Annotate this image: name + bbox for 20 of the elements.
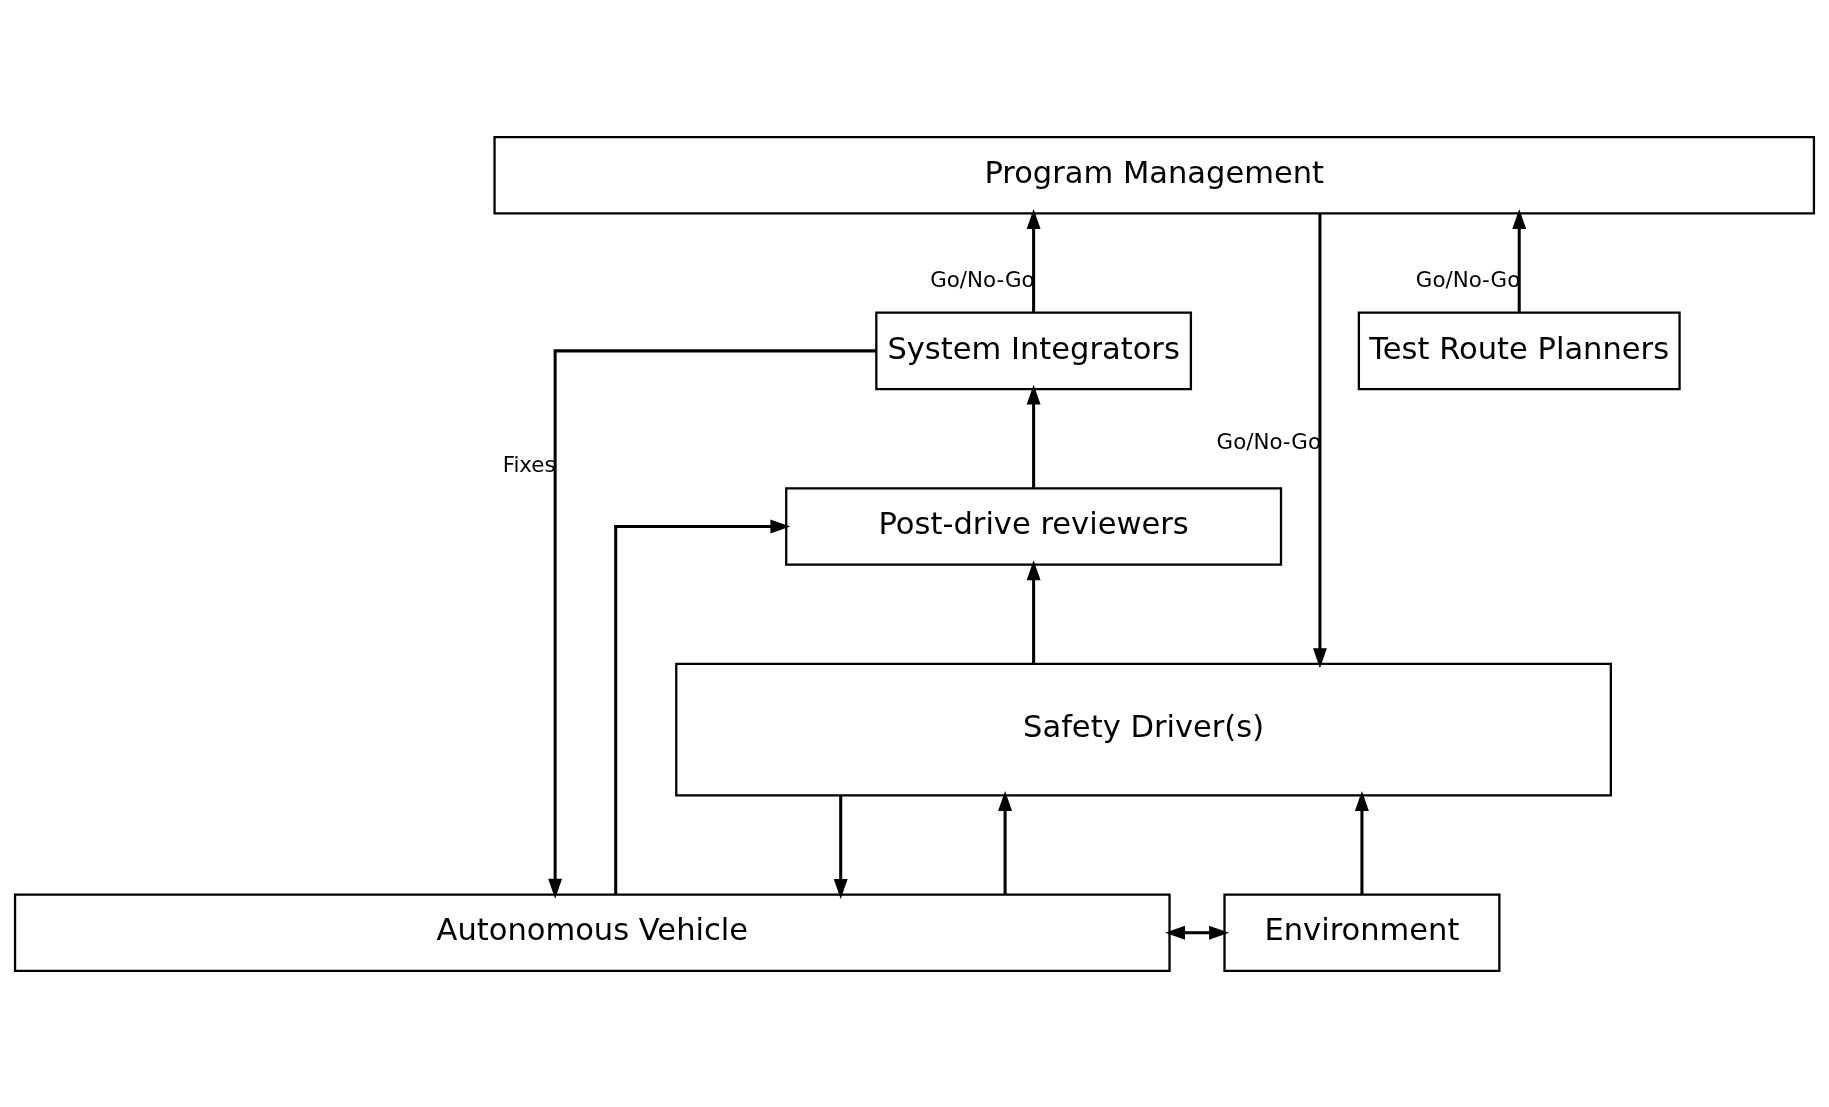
arrow [614, 519, 791, 894]
arrow [548, 348, 877, 899]
arrow [1026, 384, 1041, 488]
arrow [833, 795, 848, 899]
node-box: Test Route Planners [1357, 311, 1681, 390]
arrow [1026, 559, 1041, 664]
node-box: Program Management [493, 135, 1816, 215]
arrow [1354, 790, 1369, 894]
node-box: Autonomous Vehicle [13, 892, 1171, 972]
arrow [1026, 208, 1041, 312]
node-box: Environment [1223, 892, 1501, 972]
arrow [1512, 208, 1527, 312]
arrow [1165, 925, 1229, 940]
edge-label: Fixes [502, 451, 556, 477]
edge-label: Go/No-Go [1415, 266, 1521, 292]
node-box: Safety Driver(s) [675, 662, 1612, 796]
node-box: Post-drive reviewers [785, 486, 1283, 566]
node-box: System Integrators [875, 311, 1193, 390]
arrow [998, 790, 1013, 894]
arrow [1313, 213, 1327, 668]
